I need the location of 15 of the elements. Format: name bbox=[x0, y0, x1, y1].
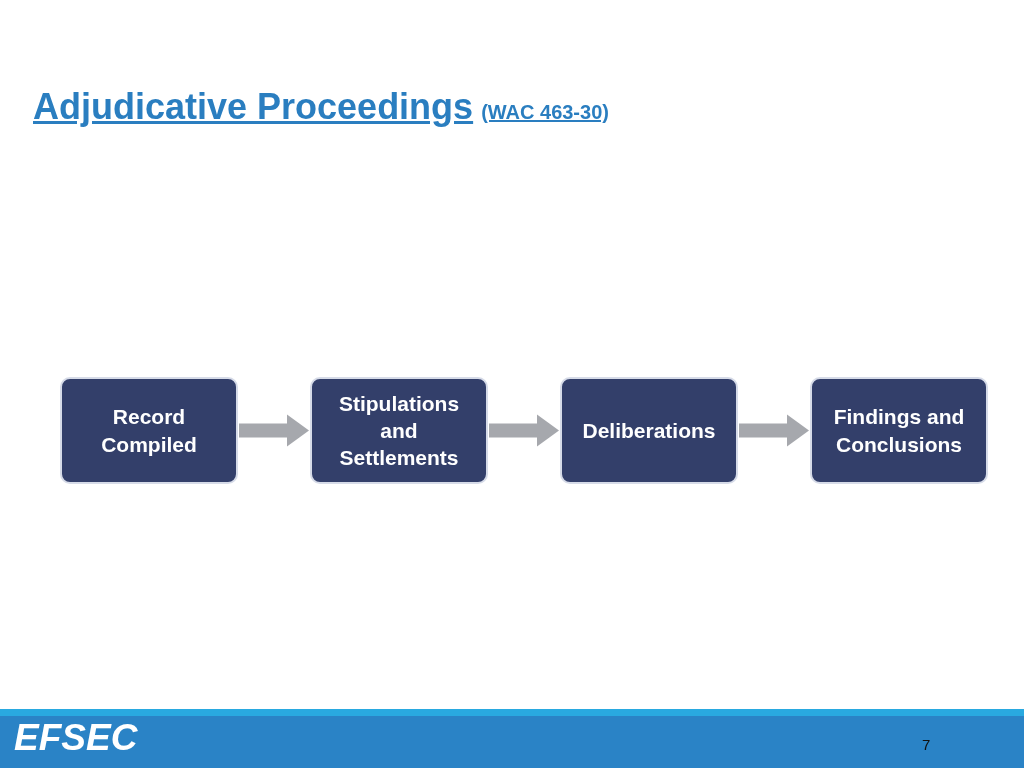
process-box bbox=[60, 377, 238, 484]
process-box bbox=[810, 377, 988, 484]
footer-text: EFSEC bbox=[14, 717, 138, 759]
box-label: Stipulations and Settlements bbox=[337, 390, 461, 472]
box-label: Deliberations bbox=[582, 417, 716, 444]
page-number: 7 bbox=[922, 736, 931, 753]
subtitle-reference: (WAC 463-30) bbox=[481, 101, 609, 124]
block-arrow bbox=[489, 414, 559, 447]
block-arrow bbox=[739, 414, 809, 447]
block-arrow bbox=[239, 414, 309, 447]
box-label: Findings and Conclusions bbox=[832, 404, 966, 458]
box-label: Record Compiled bbox=[100, 404, 198, 458]
title: Adjudicative Proceedings bbox=[33, 86, 474, 128]
process-box bbox=[310, 377, 488, 484]
process-box bbox=[560, 377, 738, 484]
